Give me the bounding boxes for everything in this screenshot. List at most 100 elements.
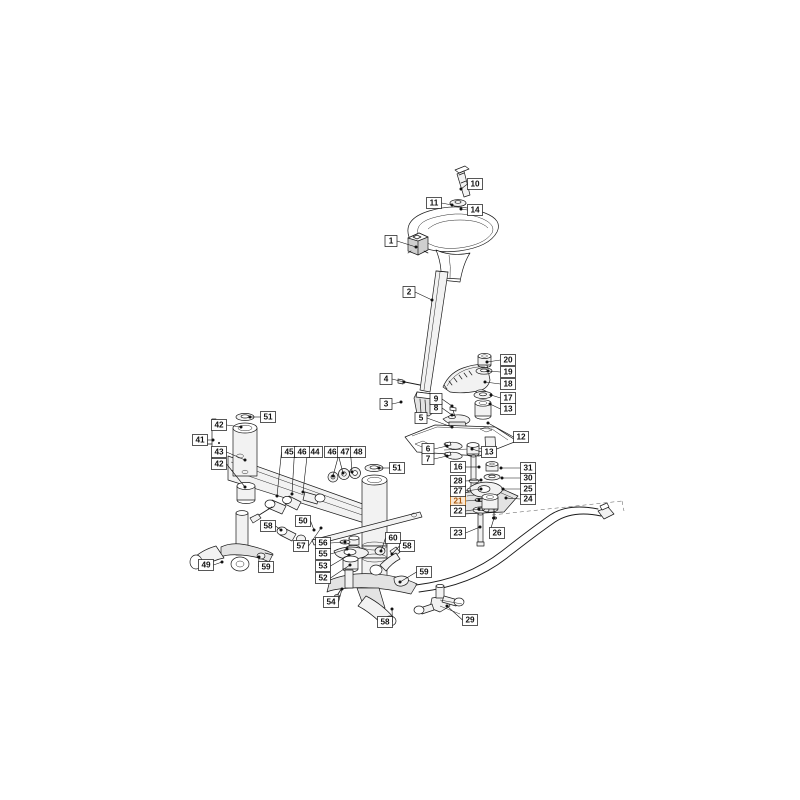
callout-target-dot: [377, 466, 381, 470]
callout-leader: [226, 451, 246, 461]
callout-box-59[interactable]: [258, 561, 274, 573]
callout-box-60[interactable]: [385, 532, 401, 544]
callout-target-dot: [477, 507, 481, 511]
callout-box-58[interactable]: [260, 520, 276, 532]
callout-leader: [391, 401, 402, 405]
callout-label-43: 43: [214, 448, 224, 457]
callout-box-20[interactable]: [500, 354, 516, 366]
callout-box-11[interactable]: [426, 197, 442, 209]
callout-leader: [330, 564, 351, 579]
callout-box-18[interactable]: [500, 378, 516, 390]
callout-box-31[interactable]: [520, 462, 536, 474]
callout-box-59[interactable]: [416, 566, 432, 578]
callout-box-50[interactable]: [295, 515, 311, 527]
callout-label-53: 53: [318, 562, 328, 571]
callout-box-58[interactable]: [377, 616, 393, 628]
callout-label-1: 1: [389, 237, 394, 246]
callout-box-17[interactable]: [500, 392, 516, 404]
callout-target-dot: [340, 587, 344, 591]
callout-box-58[interactable]: [399, 540, 415, 552]
callout-box-7[interactable]: [421, 453, 435, 465]
callout-box-13[interactable]: [481, 446, 497, 458]
callout-leader: [302, 451, 308, 493]
callout-target-dot: [301, 490, 305, 494]
callout-box-56[interactable]: [315, 537, 331, 549]
callout-box-23[interactable]: [450, 527, 466, 539]
callout-target-dot: [477, 498, 481, 502]
callout-box-52[interactable]: [315, 572, 331, 584]
callout-box-41[interactable]: [192, 434, 208, 446]
callout-leader: [330, 541, 346, 544]
callout-box-42[interactable]: [211, 458, 227, 470]
callout-label-42: 42: [214, 421, 224, 430]
part-washer-28: [468, 478, 480, 484]
callout-target-dot: [477, 465, 481, 469]
callout-target-dot: [347, 553, 351, 557]
callout-label-14: 14: [470, 206, 480, 215]
part-bushing-13: [474, 399, 492, 420]
callout-box-51[interactable]: [260, 411, 276, 423]
callout-box-10[interactable]: [467, 178, 483, 190]
callout-box-4[interactable]: [379, 373, 393, 385]
callout-box-49[interactable]: [198, 559, 214, 571]
callout-label-51: 51: [263, 413, 273, 422]
callout-box-43[interactable]: [211, 446, 227, 458]
callout-leader: [396, 240, 417, 248]
callout-target-dot: [430, 298, 434, 302]
callout-target-dot: [459, 207, 463, 211]
callout-leader: [465, 526, 481, 534]
callout-target-dot: [343, 540, 347, 544]
part-washer-11: [449, 199, 467, 207]
callout-target-dot: [211, 438, 215, 442]
callout-leader: [380, 537, 386, 552]
callout-leader: [433, 445, 448, 450]
callout-label-16: 16: [453, 463, 463, 472]
callout-box-14[interactable]: [467, 204, 483, 216]
callout-leader: [426, 417, 453, 428]
callout-label-20: 20: [503, 356, 513, 365]
callout-leader: [465, 488, 482, 492]
callout-box-19[interactable]: [500, 366, 516, 378]
part-spindle-right: [469, 461, 503, 513]
callout-target-dot: [486, 369, 490, 373]
callout-box-3[interactable]: [379, 398, 393, 410]
callout-leader: [489, 403, 501, 410]
callout-box-16[interactable]: [450, 461, 466, 473]
callout-box-5[interactable]: [414, 412, 428, 424]
callout-leader: [226, 424, 242, 428]
callout-label-29: 29: [465, 616, 475, 625]
callout-leader: [487, 370, 501, 373]
callout-leader: [433, 455, 448, 460]
callout-label-17: 17: [503, 394, 513, 403]
callout-target-dot: [331, 474, 335, 478]
callout-target-dot: [450, 413, 454, 417]
callout-box-12[interactable]: [513, 431, 529, 443]
callout-label-7: 7: [426, 455, 431, 464]
callout-label-55: 55: [318, 550, 328, 559]
callout-box-22[interactable]: [450, 505, 466, 517]
callout-label-13: 13: [484, 448, 494, 457]
callout-label-58: 58: [380, 618, 390, 627]
callout-label-48: 48: [353, 448, 363, 457]
part-bolt-23: [476, 512, 485, 547]
callout-box-1[interactable]: [384, 235, 398, 247]
callout-box-42[interactable]: [211, 419, 227, 431]
callout-label-44: 44: [310, 448, 320, 457]
callout-box-28[interactable]: [450, 475, 466, 487]
callout-box-48[interactable]: [350, 446, 366, 458]
callout-leader: [308, 527, 322, 547]
callout-box-54[interactable]: [323, 596, 339, 608]
callout-box-29[interactable]: [462, 614, 478, 626]
callout-box-57[interactable]: [293, 540, 309, 552]
callout-leader: [471, 448, 482, 453]
callout-box-53[interactable]: [315, 560, 331, 572]
callout-target-dot: [445, 444, 449, 448]
callout-box-51[interactable]: [389, 462, 405, 474]
callout-box-46[interactable]: [294, 446, 310, 458]
callout-target-dot: [379, 549, 383, 553]
callout-leader: [441, 398, 453, 407]
callout-box-26[interactable]: [489, 527, 505, 539]
callout-box-2[interactable]: [402, 286, 416, 298]
callout-box-9[interactable]: [429, 393, 443, 405]
